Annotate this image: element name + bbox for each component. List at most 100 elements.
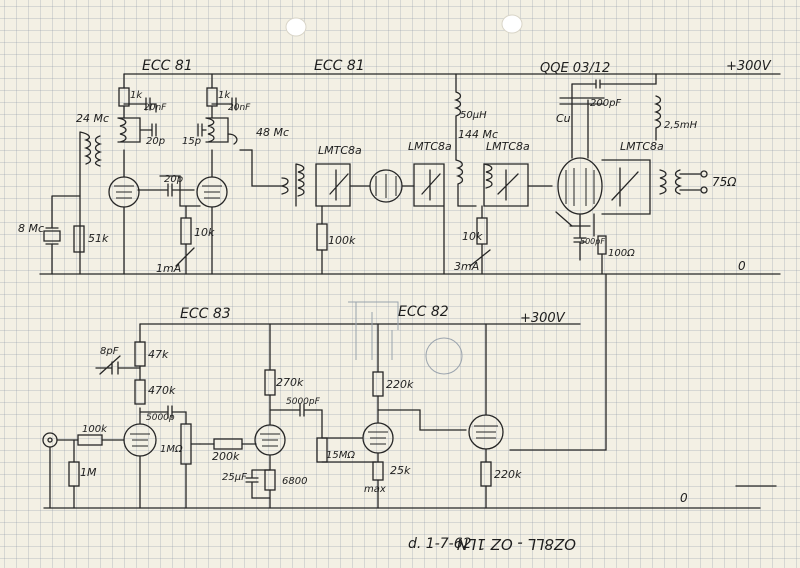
label-ground-bottom: 0	[680, 491, 688, 505]
trimmer-8pf	[95, 355, 141, 375]
coil-lmtc8a-1-in	[295, 163, 305, 207]
top-to-bottom-link	[509, 273, 607, 451]
label-r-1m: 1M	[80, 466, 97, 479]
coil-lmtc8a-1	[315, 163, 351, 207]
label-meter-3ma: 3mA	[454, 260, 479, 273]
output-link	[659, 169, 683, 195]
coil-24mc	[79, 131, 92, 275]
label-r-15mohm: 15MΩ	[326, 450, 355, 461]
input-socket	[42, 432, 58, 448]
label-r-220k: 220k	[386, 378, 414, 391]
label-c-5000p: 5000p	[146, 413, 175, 423]
label-supply-top: +300V	[726, 59, 772, 74]
meter-1ma-tap	[175, 205, 195, 275]
label-c-15p: 15p	[182, 136, 201, 147]
crystal-8mc	[43, 195, 81, 275]
label-out-75: 75Ω	[712, 175, 737, 189]
label-pot-1mohm: 1MΩ	[160, 444, 183, 455]
label-c-20nf-b: 20nF	[228, 103, 251, 113]
choke-2-5mh	[653, 95, 662, 141]
label-r-100k-in: 100k	[82, 424, 108, 435]
coil-lmtc8a-4	[601, 159, 651, 215]
coil-24mc-secondary	[94, 135, 103, 167]
label-max: max	[364, 484, 386, 495]
label-c-20nf-a: 20nF	[144, 103, 167, 113]
label-r-100ohm: 100Ω	[608, 248, 635, 259]
label-lmtc8a-4: LMTC8a	[620, 140, 664, 153]
cap-5000p	[139, 405, 187, 425]
label-24mc: 24 Mc	[76, 112, 109, 125]
label-r-51k: 51k	[88, 232, 109, 245]
resistor-100k	[316, 223, 328, 251]
label-l-50uh: 50µH	[460, 110, 487, 121]
label-c-5000pf: 5000pF	[286, 397, 321, 407]
label-r-1k-b: 1k	[218, 90, 231, 101]
label-ground-top: 0	[738, 259, 746, 273]
erased-sketch	[348, 301, 399, 360]
label-r-10k: 10k	[194, 226, 215, 239]
label-r-220k-b: 220k	[494, 468, 522, 481]
resistor-470k	[134, 379, 146, 405]
resistor-1m	[68, 461, 80, 487]
top-labels: ECC 81 ECC 81 QQE 03/12 +300V 0 24 Mc 48…	[18, 58, 772, 275]
resistor-10k	[180, 217, 192, 245]
label-r-1k-a: 1k	[130, 90, 143, 101]
resistor-51k	[73, 225, 85, 253]
footer-date: d. 1-7-62	[408, 536, 472, 552]
resistor-47k	[134, 341, 146, 367]
resistor-270k	[264, 369, 276, 396]
resistor-1k-b	[206, 87, 218, 107]
label-r-200k: 200k	[212, 450, 240, 463]
label-tube-1: ECC 81	[142, 58, 193, 74]
pot-25k	[372, 461, 384, 481]
label-c-8pf: 8pF	[100, 346, 119, 357]
label-r-10k-b: 10k	[462, 230, 483, 243]
tube-qqe03-12	[557, 157, 603, 215]
link-48mc	[227, 133, 289, 195]
label-48mc: 48 Mc	[256, 126, 289, 139]
label-144mc: 144 Mc	[458, 128, 498, 141]
label-c-20p-couple: 20p	[164, 174, 183, 185]
choke-50uh	[453, 73, 462, 161]
cap-20p-couple	[137, 183, 195, 197]
tank-coil-2	[205, 117, 229, 143]
resistor-100k-in	[77, 434, 103, 446]
resistor-220k	[372, 371, 384, 397]
label-r-47k: 47k	[148, 348, 169, 361]
label-c-200pf: 200pF	[590, 98, 621, 109]
label-r-270k: 270k	[276, 376, 304, 389]
label-r-470k: 470k	[148, 384, 176, 397]
label-tube-2: ECC 81	[314, 58, 365, 74]
label-8mc: 8 Mc	[18, 222, 44, 235]
label-lmtc8a-3: LMTC8a	[486, 140, 530, 153]
resistor-6800	[264, 469, 276, 491]
bottom-labels: ECC 83 ECC 82 +300V 0 8pF 47k 470k 100k …	[80, 304, 688, 505]
footer-callsign: OZ8LL - OZ 1LN	[457, 535, 576, 553]
label-lmtc8a-2: LMTC8a	[408, 140, 452, 153]
cap-5000pf	[269, 403, 323, 439]
cap-500pf	[569, 213, 591, 261]
label-c-20p: 20p	[146, 136, 165, 147]
punch-hole-right	[501, 14, 523, 34]
meter-3ma-tap	[469, 205, 491, 275]
label-tube-ecc82: ECC 82	[398, 304, 449, 320]
label-tube-3: QQE 03/12	[540, 61, 610, 76]
label-c-25uf: 25µF	[222, 472, 247, 483]
label-tube-ecc83: ECC 83	[180, 306, 231, 322]
resistor-1k-a	[118, 87, 130, 107]
coil-lmtc8a-2	[413, 163, 445, 275]
coil-lmtc8a-3	[483, 163, 529, 207]
punch-hole-left	[285, 17, 307, 37]
label-l-2-5mh: 2,5mH	[664, 120, 698, 131]
cap-25uf	[245, 469, 271, 509]
resistor-200k	[213, 438, 243, 450]
neutralising-cu	[559, 83, 605, 159]
resistor-220k-b	[480, 461, 492, 487]
label-c-500pf: 500pF	[580, 237, 605, 246]
tank-coil-1	[117, 117, 153, 143]
bottom-circuit	[42, 273, 777, 509]
label-pot-25k: 25k	[390, 464, 411, 477]
top-circuit	[39, 73, 781, 275]
